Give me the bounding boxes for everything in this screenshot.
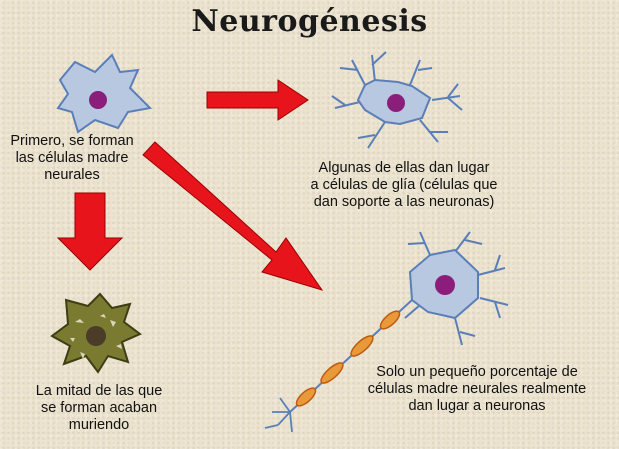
diagram-title: Neurogénesis — [191, 4, 428, 39]
dying-cell-icon — [50, 292, 142, 374]
caption-line: Algunas de ellas dan lugar — [318, 160, 490, 176]
caption-line: Solo un pequeño porcentaje de — [376, 364, 578, 380]
stem-cells-caption: Primero, se forman las células madre neu… — [2, 133, 142, 184]
arrow-to-neuron — [142, 141, 324, 291]
neuron-icon — [264, 231, 509, 433]
glia-caption: Algunas de ellas dan lugar a células de … — [295, 160, 513, 211]
caption-line: dan soporte a las neuronas) — [313, 194, 495, 210]
glia-cell-icon — [331, 51, 463, 149]
arrow-to-dying — [56, 192, 124, 271]
caption-line: a células de glía (células que — [310, 177, 498, 193]
caption-line: neurales — [44, 167, 100, 183]
arrow-to-glia — [206, 79, 309, 121]
caption-line: se forman acaban — [40, 400, 158, 416]
caption-line: las células madre — [15, 150, 129, 166]
neurons-caption: Solo un pequeño porcentaje de células ma… — [354, 364, 600, 415]
dying-caption: La mitad de las que se forman acaban mur… — [14, 383, 184, 434]
caption-line: dan lugar a neuronas — [408, 398, 546, 414]
caption-line: La mitad de las que — [35, 383, 163, 399]
caption-line: Primero, se forman — [10, 133, 134, 149]
caption-line: células madre neurales realmente — [367, 381, 587, 397]
caption-line: muriendo — [68, 417, 130, 433]
stem-cell-icon — [56, 53, 153, 134]
